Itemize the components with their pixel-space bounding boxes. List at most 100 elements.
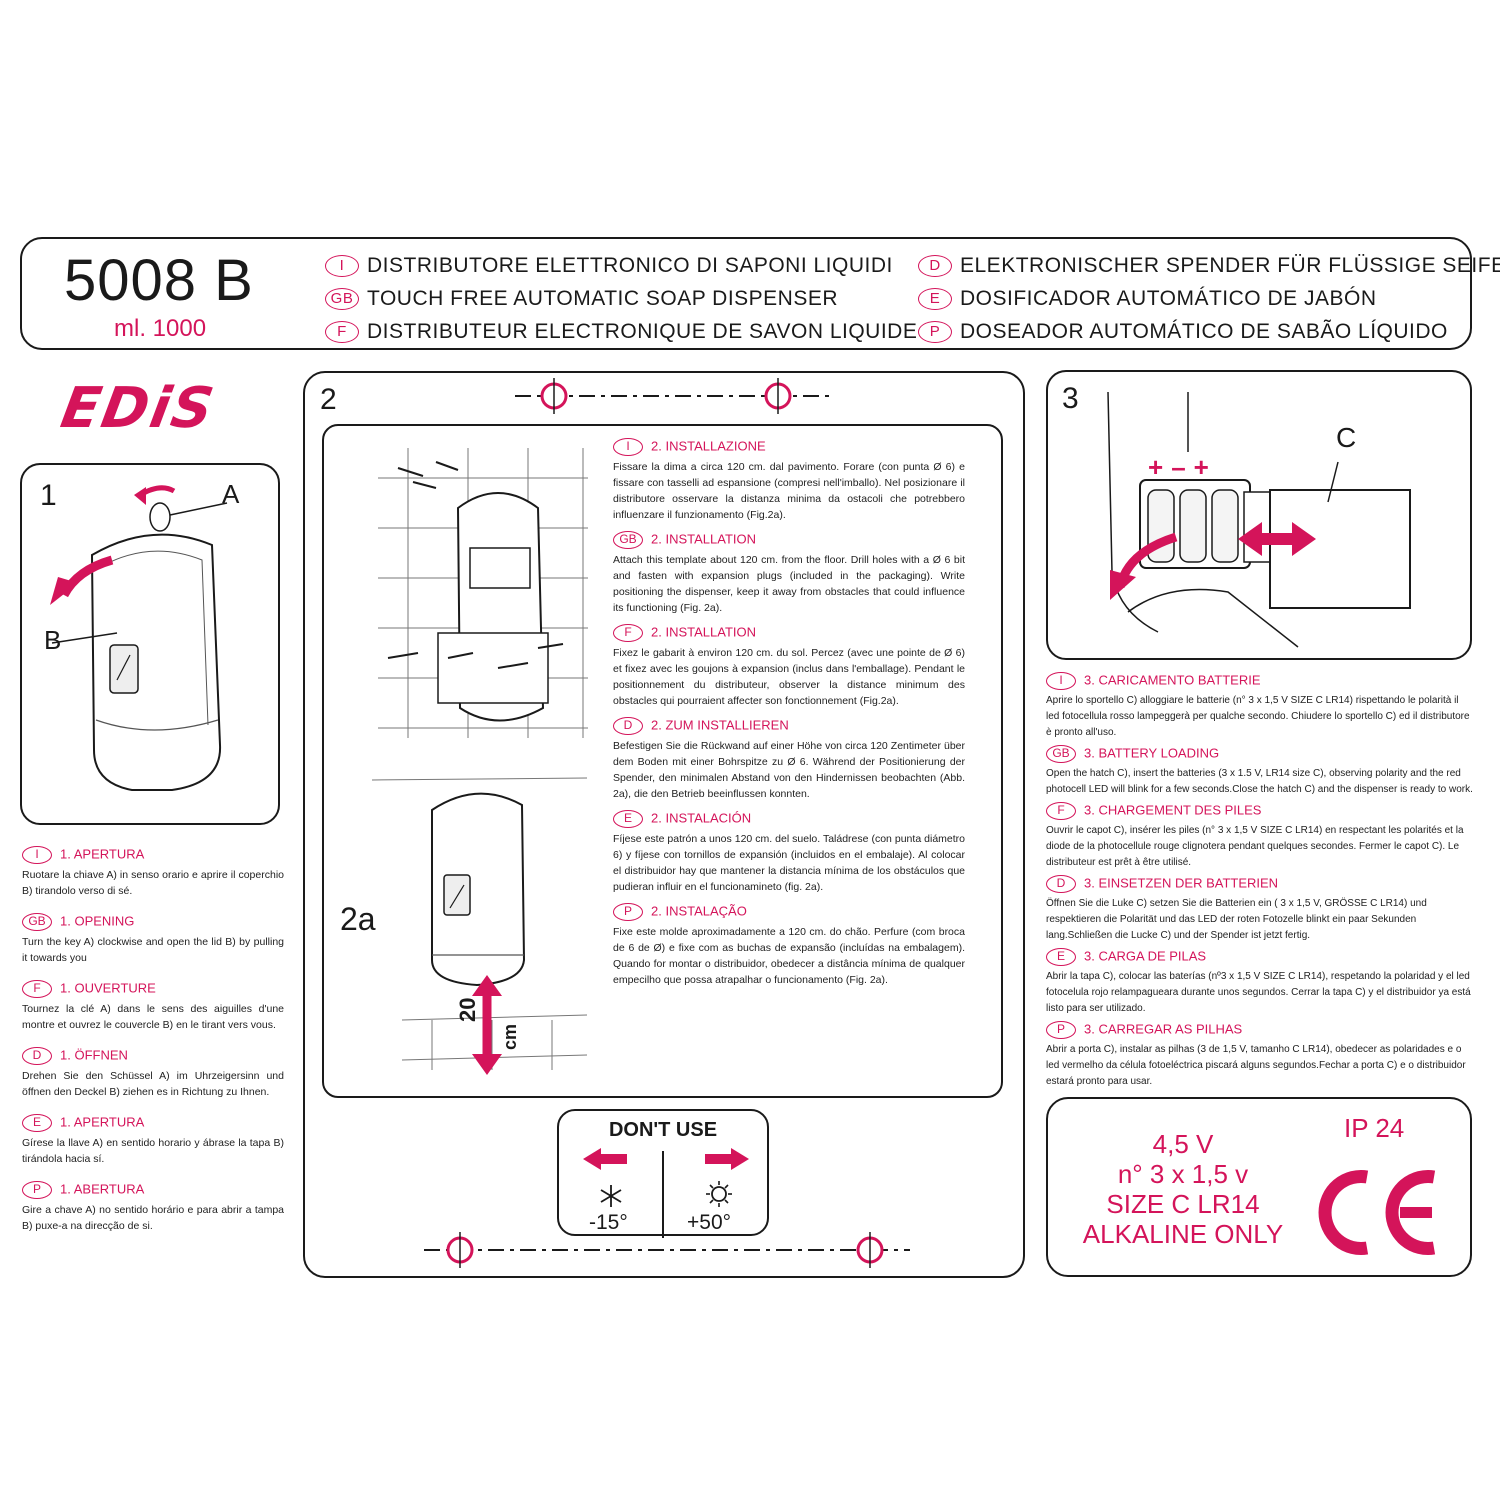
section-title: 2. INSTALACIÓN [651,810,752,826]
language-code-badge: P [918,320,952,343]
language-code-badge: GB [1046,745,1076,763]
opening-instructions: I 1. APERTURA Ruotare la chiave A) in sens… [22,846,284,1248]
spec-voltage: 4,5 V [1152,1129,1214,1159]
section-body: Tournez la clé A) dans le sens des aigui… [22,1003,284,1031]
label-c: C [1336,422,1357,453]
section-body: Gírese la llave A) en sentido horario y … [22,1137,284,1165]
section-heading: GB 3. BATTERY LOADING [1046,745,1474,763]
polarity-plus-1: + [1148,452,1172,482]
figure-1-panel: 1 A B [20,463,280,825]
temperature-warning-graphics [583,1148,749,1238]
spec-count: n° 3 x 1,5 v [1117,1159,1249,1189]
figure-2-panel: 2 2a [303,371,1025,1278]
section-title: 2. INSTALLATION [651,531,756,547]
header-title-text: DISTRIBUTORE ELETTRONICO DI SAPONI LIQUI… [367,253,893,277]
polarity-plus-2: + [1193,452,1217,482]
section-title: 2. INSTALLAZIONE [651,438,766,454]
section-title: 1. OPENING [60,913,135,929]
figure-1-number: 1 [40,479,57,512]
section-heading: D 2. ZUM INSTALLIEREN [613,717,965,735]
section-title: 2. INSTALLATION [651,624,756,640]
section-heading: I 3. CARICAMENTO BATTERIE [1046,672,1474,690]
ip-rating: IP 24 [1344,1113,1405,1143]
language-code-badge: I [1046,672,1076,690]
language-code-badge: F [22,980,52,998]
figure-3-panel: 3 C +–+ [1046,370,1472,660]
section-body: Drehen Sie den Schüssel A) im Uhrzeigers… [22,1070,284,1098]
dont-use-title: DON'T USE [608,1119,718,1141]
spec-size: SIZE C LR14 [1106,1189,1260,1219]
language-code-badge: I [22,846,52,864]
snowflake-icon [600,1185,622,1207]
section-body: Fixez le gabarit à environ 120 cm. du so… [613,647,965,707]
section-heading: F 1. OUVERTURE [22,980,284,998]
instruction-section: E 1. APERTURA Gírese la llave A) en sentid… [22,1114,284,1167]
section-title: 1. APERTURA [60,1114,145,1130]
drill-guide-bottom [424,1232,910,1268]
min-temperature: -15° [589,1211,628,1234]
model-number: 5008 B [64,248,254,313]
language-code-badge: GB [325,287,359,310]
section-body: Attach this template about 120 cm. from … [613,554,965,614]
wall-mount-illustration [378,448,588,738]
section-body: Abrir a porta C), instalar as pilhas (3 … [1046,1044,1466,1087]
section-heading: I 2. INSTALLAZIONE [613,438,965,456]
sun-icon [706,1181,732,1207]
section-title: 3. BATTERY LOADING [1084,745,1220,761]
section-title: 2. ZUM INSTALLIEREN [651,717,789,733]
battery-spec-box: 4,5 V n° 3 x 1,5 v SIZE C LR14 ALKALINE … [1046,1097,1472,1277]
header-title-text: ELEKTRONISCHER SPENDER FÜR FLÜSSIGE SEIF… [960,253,1500,277]
section-body: Turn the key A) clockwise and open the l… [22,936,284,964]
section-body: Aprire lo sportello C) alloggiare le bat… [1046,695,1470,738]
section-body: Gire a chave A) no sentido horário e par… [22,1204,284,1232]
language-code-badge: E [22,1114,52,1132]
section-body: Ruotare la chiave A) in senso orario e a… [22,869,284,897]
battery-polarity: +–+ [1148,452,1217,483]
header-title-text: DISTRIBUTEUR ELECTRONIQUE DE SAVON LIQUI… [367,319,918,343]
language-code-badge: D [613,717,643,735]
language-code-badge: E [1046,948,1076,966]
instruction-section: I 3. CARICAMENTO BATTERIE Aprire lo sporte… [1046,672,1474,741]
language-code-badge: I [613,438,643,456]
language-code-badge: P [22,1181,52,1199]
section-title: 3. CARREGAR AS PILHAS [1084,1021,1243,1037]
drill-guide-top [515,378,830,414]
instruction-section: F 1. OUVERTURE Tournez la clé A) dans le s… [22,980,284,1033]
language-code-badge: E [613,810,643,828]
section-heading: GB 2. INSTALLATION [613,531,965,549]
language-code-badge: GB [613,531,643,549]
section-body: Open the hatch C), insert the batteries … [1046,768,1473,795]
section-title: 3. EINSETZEN DER BATTERIEN [1084,875,1279,891]
label-b: B [44,625,62,655]
figure-2a-label: 2a [340,901,376,937]
section-title: 3. CARICAMENTO BATTERIE [1084,672,1261,688]
volume-label: ml. 1000 [114,315,207,342]
ce-mark-icon [1318,1170,1436,1255]
header-title-text: TOUCH FREE AUTOMATIC SOAP DISPENSER [367,286,839,310]
section-heading: E 1. APERTURA [22,1114,284,1132]
battery-compartment-illustration [1107,391,1411,648]
language-code-badge: P [613,903,643,921]
figure-2-number: 2 [320,383,337,416]
section-title: 1. OUVERTURE [60,980,156,996]
